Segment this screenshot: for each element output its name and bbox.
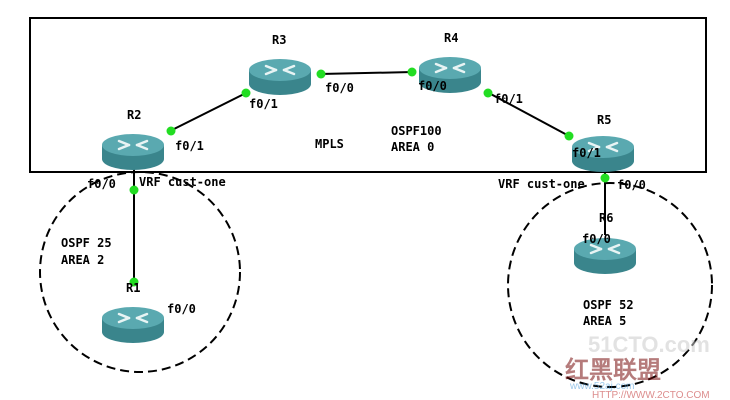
port-dot (166, 126, 176, 136)
port-label: f0/0 (617, 178, 646, 192)
right-area-label: AREA 5 (583, 314, 626, 328)
link-r3-r4 (319, 71, 414, 75)
links (133, 71, 606, 283)
port-dot (241, 88, 251, 98)
watermark: 51CTO.com 红黑联盟 www.52aj.com HTTP://WWW.2… (565, 332, 710, 400)
router-label-r2: R2 (127, 108, 141, 122)
core-ospf-label: OSPF100 (391, 124, 442, 138)
vrf-left-label: VRF cust-one (139, 175, 226, 189)
port-dot (129, 185, 139, 195)
port-label: f0/0 (167, 302, 196, 316)
port-dot (407, 67, 417, 77)
core-area-label: AREA 0 (391, 140, 434, 154)
left-site-boundary (39, 171, 241, 373)
svg-text:51CTO.com: 51CTO.com (588, 332, 710, 357)
port-label: f0/1 (175, 139, 204, 153)
link-r4-r5 (486, 91, 570, 137)
port-dots (129, 67, 610, 287)
left-area-label: AREA 2 (61, 253, 104, 267)
mpls-core-boundary (29, 17, 707, 173)
port-label: f0/0 (418, 79, 447, 93)
svg-text:HTTP://WWW.2CTO.COM: HTTP://WWW.2CTO.COM (592, 390, 710, 400)
svg-text:www.52aj.com: www.52aj.com (569, 381, 634, 392)
left-ospf-label: OSPF 25 (61, 236, 112, 250)
port-label: f0/0 (582, 232, 611, 246)
router-label-r6: R6 (599, 211, 613, 225)
port-label: f0/0 (325, 81, 354, 95)
port-dot (129, 277, 139, 287)
port-label: f0/1 (249, 97, 278, 111)
router-label-r5: R5 (597, 113, 611, 127)
router-r3-icon[interactable] (247, 57, 313, 97)
router-r2-icon[interactable] (100, 132, 166, 172)
router-label-r1: R1 (126, 281, 140, 295)
right-ospf-label: OSPF 52 (583, 298, 634, 312)
port-label: f0/1 (572, 146, 601, 160)
right-site-boundary (507, 182, 713, 388)
vrf-right-label: VRF cust-one (498, 177, 585, 191)
router-label-r4: R4 (444, 31, 458, 45)
link-r2-r3 (169, 92, 247, 132)
router-r1-icon[interactable] (100, 305, 166, 345)
port-dot (600, 173, 610, 183)
port-label: f0/0 (87, 177, 116, 191)
svg-text:红黑联盟: 红黑联盟 (565, 356, 661, 384)
mpls-label: MPLS (315, 137, 344, 151)
port-label: f0/1 (494, 92, 523, 106)
router-label-r3: R3 (272, 33, 286, 47)
port-dot (316, 69, 326, 79)
port-dot (564, 131, 574, 141)
port-dot (483, 88, 493, 98)
